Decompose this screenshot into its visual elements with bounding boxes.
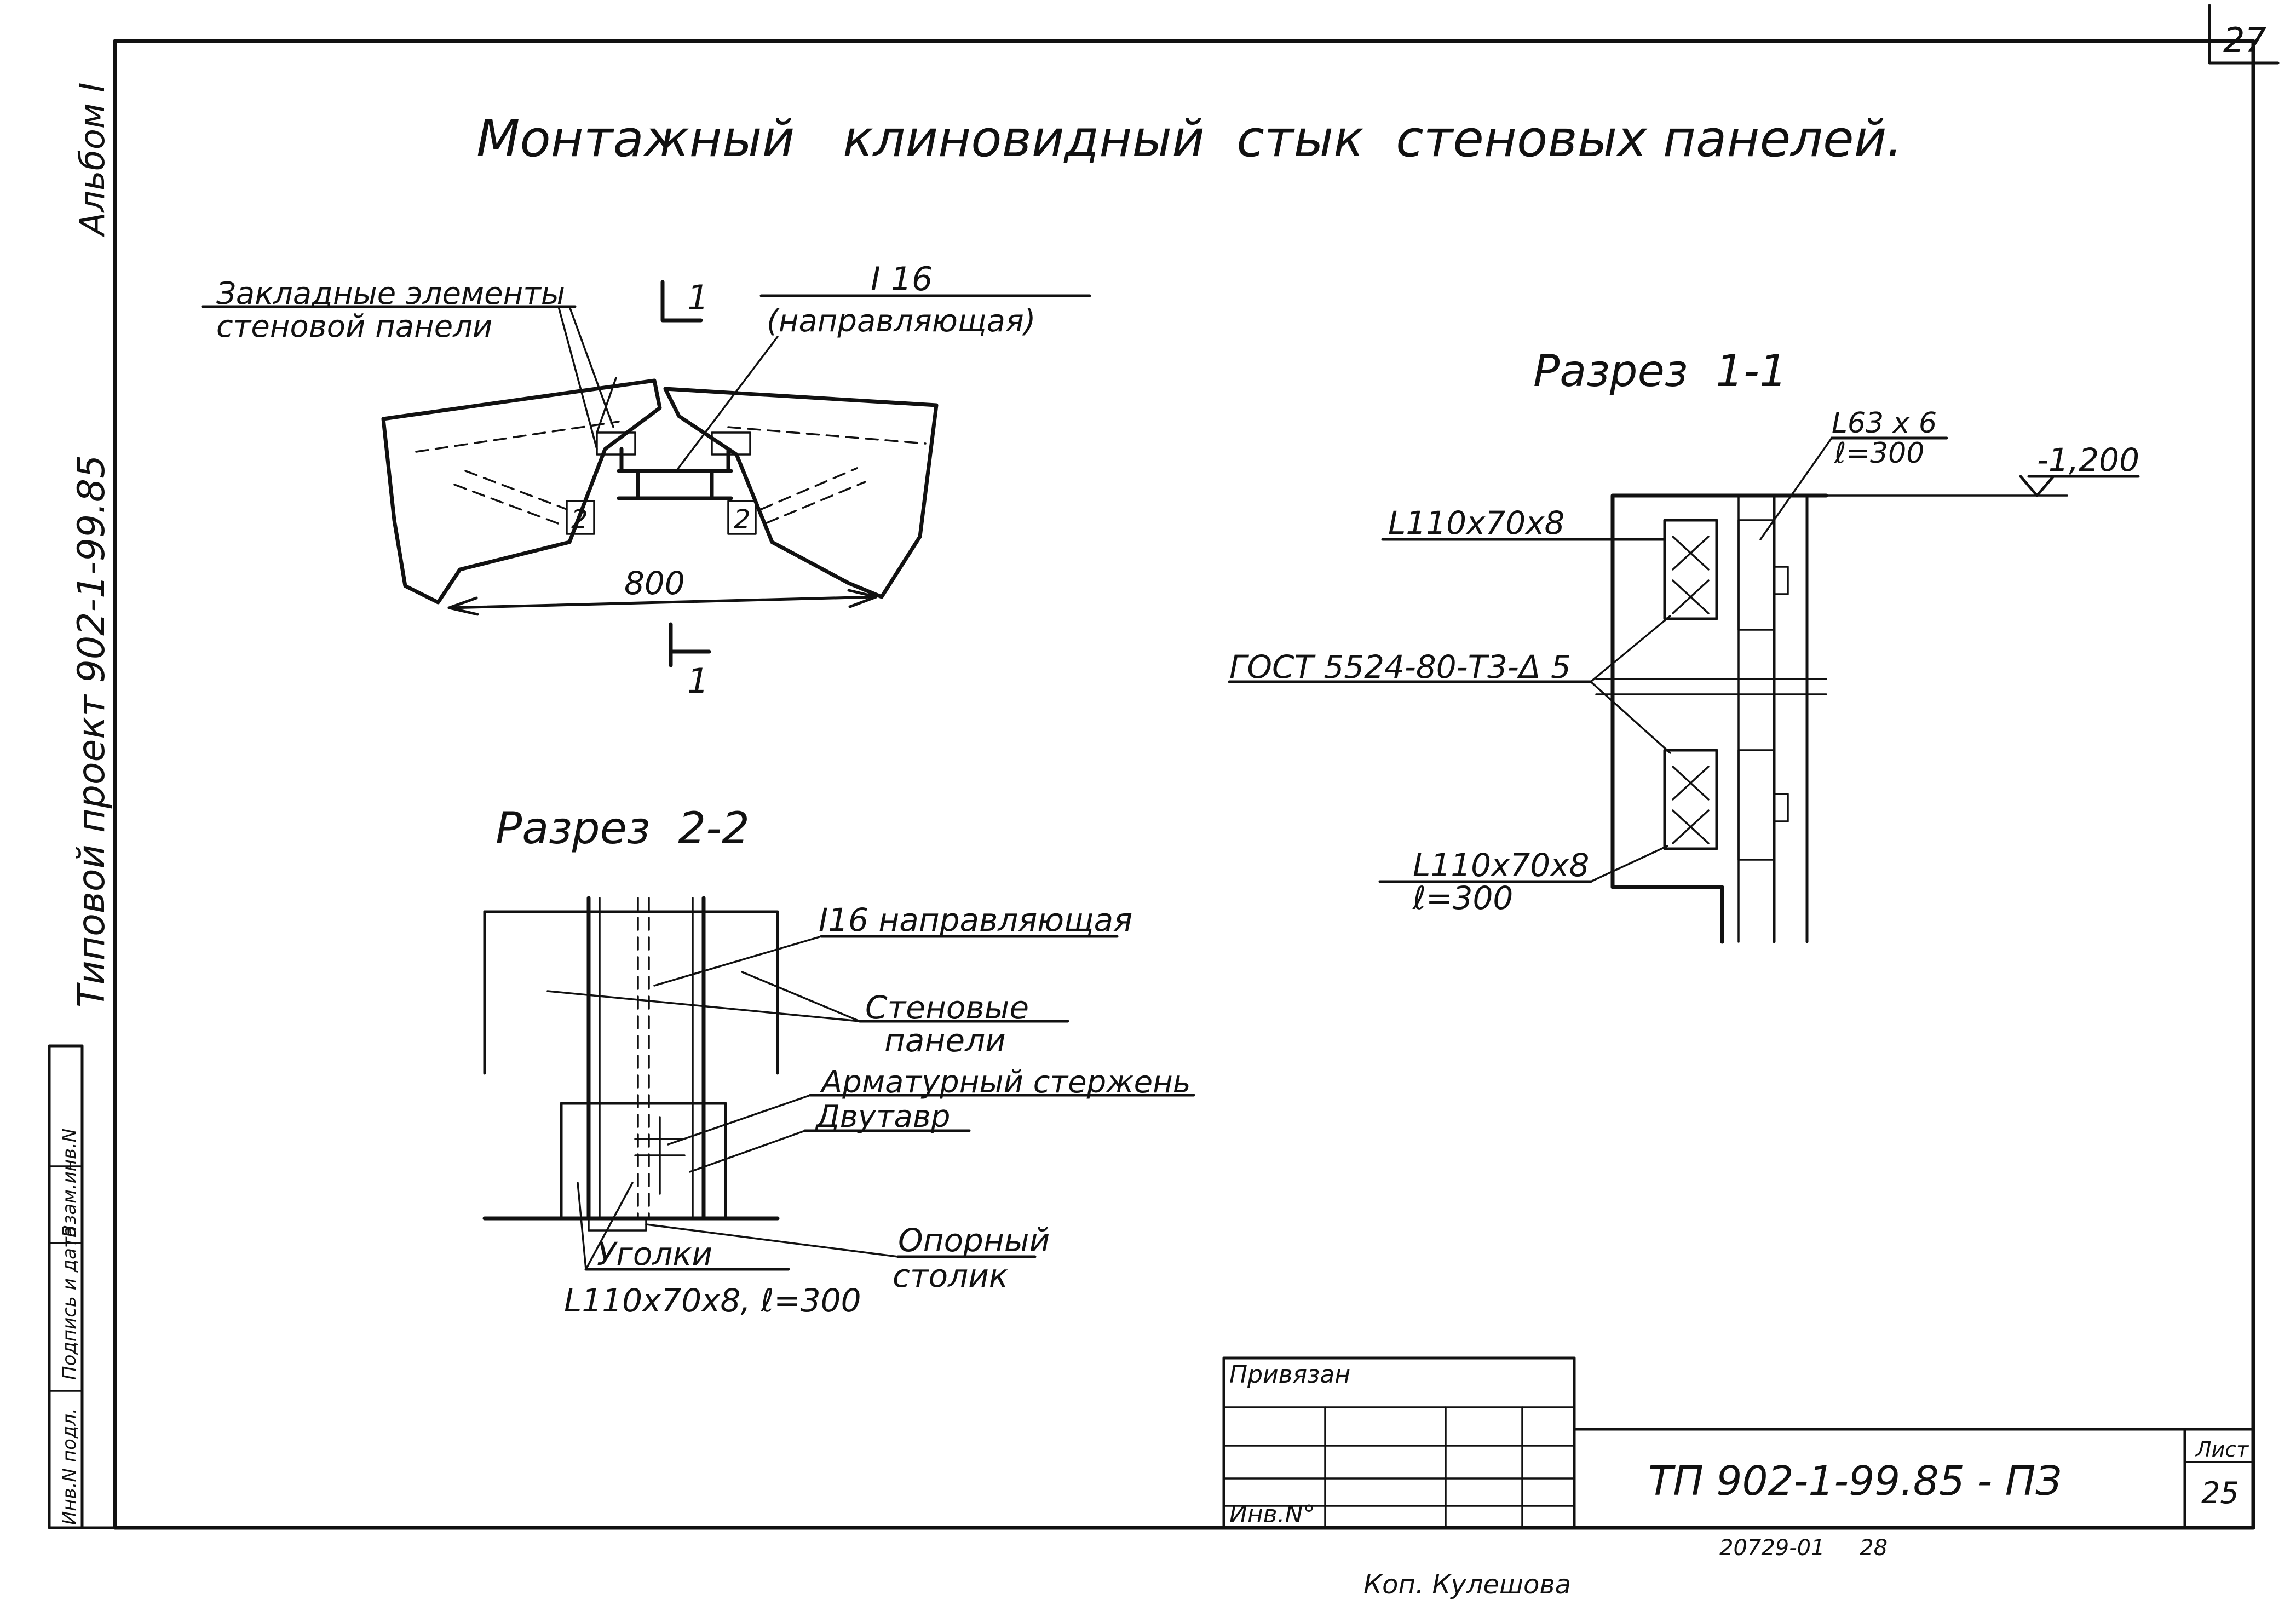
section-mark-bottom: 1 (687, 661, 709, 701)
section-mark-top: 1 (687, 278, 709, 318)
document-designation: ТП 902-1-99.85 - ПЗ (1648, 1458, 2062, 1505)
sheet-number: 25 (2201, 1476, 2239, 1510)
copyist-name: Коп. Кулешова (1363, 1569, 1571, 1600)
title-block: Привязан Инв.N° ТП 902-1-99.85 - ПЗ Лист… (1222, 1356, 2255, 1529)
beam-i16-label: I 16 (871, 260, 933, 298)
section-1-1-title: Разрез 1-1 (1533, 346, 1787, 396)
left-wall-panel (381, 378, 662, 605)
support-table-label: Опорный (898, 1222, 1050, 1259)
stamp-signature-date: Подпись и дата (59, 1225, 80, 1380)
bound-label: Привязан (1229, 1361, 1350, 1389)
drawing-title: Монтажный клиновидный стык стеновых пане… (476, 110, 1903, 168)
wall-panels-label: Стеновые (865, 989, 1029, 1026)
lower-angle-label: L110x70x8 (1413, 847, 1589, 884)
upper-angle (1663, 519, 1718, 620)
wall-outline (1610, 493, 1828, 944)
lower-angle-length: ℓ=300 (1412, 879, 1513, 917)
lower-plate (1737, 749, 1775, 861)
rebar-label: Арматурный стержень (820, 1064, 1191, 1100)
inventory-label: Инв.N° (1229, 1500, 1315, 1528)
angles-label: Уголки (597, 1235, 712, 1273)
embedded-elements-label: Закладные элементы (216, 276, 565, 312)
section-marker-right: 2 (734, 504, 751, 535)
left-side-strip: Альбом I Типовой проект 902-1-99.85 Инв.… (48, 82, 117, 1529)
angle-l63-label: L63 x 6 (1832, 407, 1937, 440)
page-number: 27 (2223, 20, 2266, 60)
footer-code: 20729-01 28 (1719, 1535, 1888, 1561)
level-mark: -1,200 (2037, 441, 2139, 479)
right-wall-panel (663, 387, 939, 599)
wall-panel-label: стеновой панели (216, 309, 492, 344)
embedded-items (415, 421, 927, 527)
wall-panels-label-2: панели (884, 1022, 1006, 1059)
ibeam-label: Двутавр (814, 1099, 950, 1135)
section-1-1: Разрез 1-1 -1,200 L63 x 6 ℓ=300 L110x70x… (1228, 346, 2140, 944)
support-table-label-2: столик (893, 1257, 1008, 1294)
sheet-label: Лист (2195, 1437, 2249, 1461)
support-table (560, 1102, 727, 1220)
angles-spec-label: L110x70x8, ℓ=300 (564, 1282, 861, 1319)
angle-l63-length: ℓ=300 (1834, 437, 1924, 470)
section-2-2-title: Разрез 2-2 (496, 803, 750, 854)
project-label: Типовой проект 902-1-99.85 (70, 455, 113, 1008)
stamp-inv-original: Инв.N подл. (59, 1408, 80, 1525)
guide-beam (617, 447, 733, 500)
plan-view: Закладные элементы стеновой панели I 16 … (201, 260, 1091, 701)
upper-angle-label: L110x70x8 (1388, 504, 1564, 542)
sheet-frame: 27 (113, 4, 2280, 1530)
upper-plate (1737, 519, 1775, 631)
dimension-800: 800 (624, 565, 685, 602)
section-marker-left: 2 (571, 504, 588, 535)
lower-angle (1663, 749, 1718, 850)
guide-beam-label: I16 направляющая (819, 901, 1132, 939)
stamp-replacement-inv: Взам.инв.N (59, 1129, 80, 1238)
section-2-2: Разрез 2-2 I16 направляющая Стеновые пан… (482, 803, 1195, 1319)
weld-spec-label: ГОСТ 5524-80-Т3-Δ 5 (1229, 648, 1571, 686)
album-label: Альбом I (72, 82, 112, 238)
beam-guide-label: (направляющая) (767, 303, 1035, 339)
